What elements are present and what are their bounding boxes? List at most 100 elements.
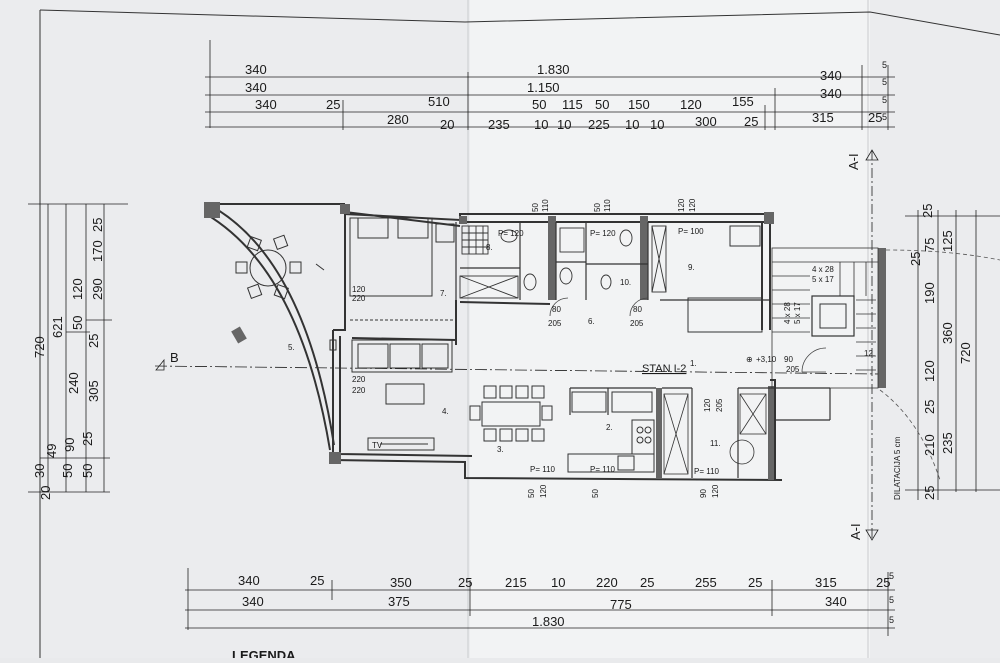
- dim-left-c1-3: 290: [90, 278, 105, 300]
- dim-bot-r1-a: 340: [238, 573, 260, 588]
- window-w2: 110: [541, 199, 550, 212]
- dim-right-11: 235: [940, 432, 955, 454]
- section-line-b: [154, 358, 881, 375]
- dim-bot-r1-m: 5: [889, 571, 894, 581]
- dim-top-r3-a: 340: [255, 97, 277, 112]
- top-dimensions: [205, 40, 895, 130]
- dim-top-r4-j: 25: [744, 114, 758, 129]
- bathroom-fixtures: [459, 225, 537, 299]
- dim-left-b-1: 30: [32, 464, 47, 478]
- wardrobes: [663, 393, 767, 475]
- room-11-label: 11.: [710, 439, 721, 448]
- unit-label: STAN I-2: [642, 363, 686, 375]
- parapet-5: P= 110: [590, 465, 616, 474]
- toilet-fixtures: [559, 225, 667, 293]
- room-5-label: 5.: [288, 343, 295, 352]
- terrace-table-set: [235, 234, 325, 300]
- dim-top-r3-e: 115: [562, 97, 583, 112]
- dim-bot-r2-e: 5: [889, 595, 894, 605]
- tv-label: TV: [372, 441, 383, 450]
- dim-left-b-7: 25: [80, 432, 95, 446]
- dim-bot-r2-d: 340: [825, 594, 847, 609]
- window-w5: 120: [677, 198, 686, 212]
- dim-right-2: 75: [922, 238, 937, 252]
- dim-top-r4-m: 5: [882, 112, 887, 122]
- right-dimensions: [905, 210, 1000, 500]
- room-9-label: 9.: [688, 263, 695, 272]
- dim-top-r2-a: 340: [245, 80, 267, 95]
- opening-door-a-w: 80: [552, 305, 561, 314]
- dim-right-10: 210: [922, 434, 937, 456]
- opening-door-b-h: 205: [630, 319, 644, 328]
- stair-spec-1: 4 x 28: [812, 265, 834, 274]
- stair-spec-3: 4 x 28: [783, 302, 792, 324]
- dim-right-12: 25: [922, 486, 937, 500]
- dim-right-6: 360: [940, 322, 955, 344]
- dim-top-r3-f: 50: [595, 97, 609, 112]
- opening-door-b-w: 80: [633, 305, 642, 314]
- dim-top-r4-d: 10: [534, 117, 548, 132]
- dim-top-r4-k: 315: [812, 110, 834, 125]
- dim-left-c3-2: 240: [66, 372, 81, 394]
- dim-bot-r1-d: 25: [458, 575, 472, 590]
- dim-top-r4-l: 25: [868, 110, 882, 125]
- dim-left-c1-2: 170: [90, 240, 105, 262]
- dim-top-r4-e: 10: [557, 117, 571, 132]
- dim-left-c2-2: 50: [70, 316, 85, 330]
- level-marker-icon: ⊕: [746, 355, 753, 364]
- stair-spec-2: 5 x 17: [812, 275, 834, 284]
- dim-bot-r1-b: 25: [310, 573, 324, 588]
- dim-top-r3-h: 120: [680, 97, 702, 112]
- dim-top-r2-d: 5: [882, 77, 887, 87]
- dim-top-r4-a: 280: [387, 112, 409, 127]
- dim-top-r3-d: 50: [532, 97, 546, 112]
- dim-bot-r1-i: 255: [695, 575, 717, 590]
- dim-top-r2-b: 1.150: [527, 80, 560, 95]
- opening-liv-w: 220: [352, 375, 366, 384]
- parapet-3: P= 100: [678, 227, 704, 236]
- dim-top-r3-k: 5: [882, 95, 887, 105]
- window-w3: 50: [593, 203, 602, 212]
- window-w6: 120: [688, 198, 697, 212]
- dim-top-r4-b: 20: [440, 117, 454, 132]
- dim-top-r3-c: 510: [428, 94, 450, 109]
- dim-left-b-6: 50: [80, 464, 95, 478]
- window-w8: 50: [591, 489, 600, 498]
- dim-bot-r1-l: 25: [876, 575, 890, 590]
- opening-door-c-w: 90: [784, 355, 793, 364]
- dim-top-r4-c: 235: [488, 117, 510, 132]
- dim-right-3: 125: [940, 230, 955, 252]
- dim-left-b-4: 50: [60, 464, 75, 478]
- dim-top-r2-c: 340: [820, 68, 842, 83]
- stair-spec-4: 5 x 17: [793, 302, 802, 324]
- dim-bot-r1-k: 315: [815, 575, 837, 590]
- opening-door-a-h: 205: [548, 319, 562, 328]
- dim-left-b-5: 90: [62, 438, 77, 452]
- dim-right-1: 25: [920, 204, 935, 218]
- dilatacija-curve: [879, 249, 1000, 481]
- opening-door-d-h: 205: [715, 398, 724, 412]
- dim-top-r4-f: 225: [588, 117, 610, 132]
- bedroom-furniture: [349, 217, 456, 321]
- section-a-bottom-label: A-I: [848, 523, 863, 540]
- dim-top-r4-i: 300: [695, 114, 717, 129]
- section-b-label: B: [170, 350, 179, 365]
- level-label: +3,10: [756, 355, 777, 364]
- dim-right-5: 190: [922, 282, 937, 304]
- dim-bot-r2-a: 340: [242, 594, 264, 609]
- parapet-4: P= 110: [530, 465, 556, 474]
- left-dimensions: [28, 203, 128, 493]
- dim-top-r1-c: 5: [882, 60, 887, 70]
- dim-top-r1-a: 340: [245, 62, 267, 77]
- dim-top-r4-g: 10: [625, 117, 639, 132]
- staircase: [771, 247, 879, 389]
- room-7-label: 7.: [440, 289, 447, 298]
- parapet-6: P= 110: [694, 467, 720, 476]
- dim-top-r4-h: 10: [650, 117, 664, 132]
- paper-fold-panel: [470, 0, 870, 658]
- dim-bot-r1-g: 220: [596, 575, 618, 590]
- dim-bot-r3-b: 5: [889, 615, 894, 625]
- dim-bot-r1-f: 10: [551, 575, 565, 590]
- frame-top: [39, 9, 1000, 36]
